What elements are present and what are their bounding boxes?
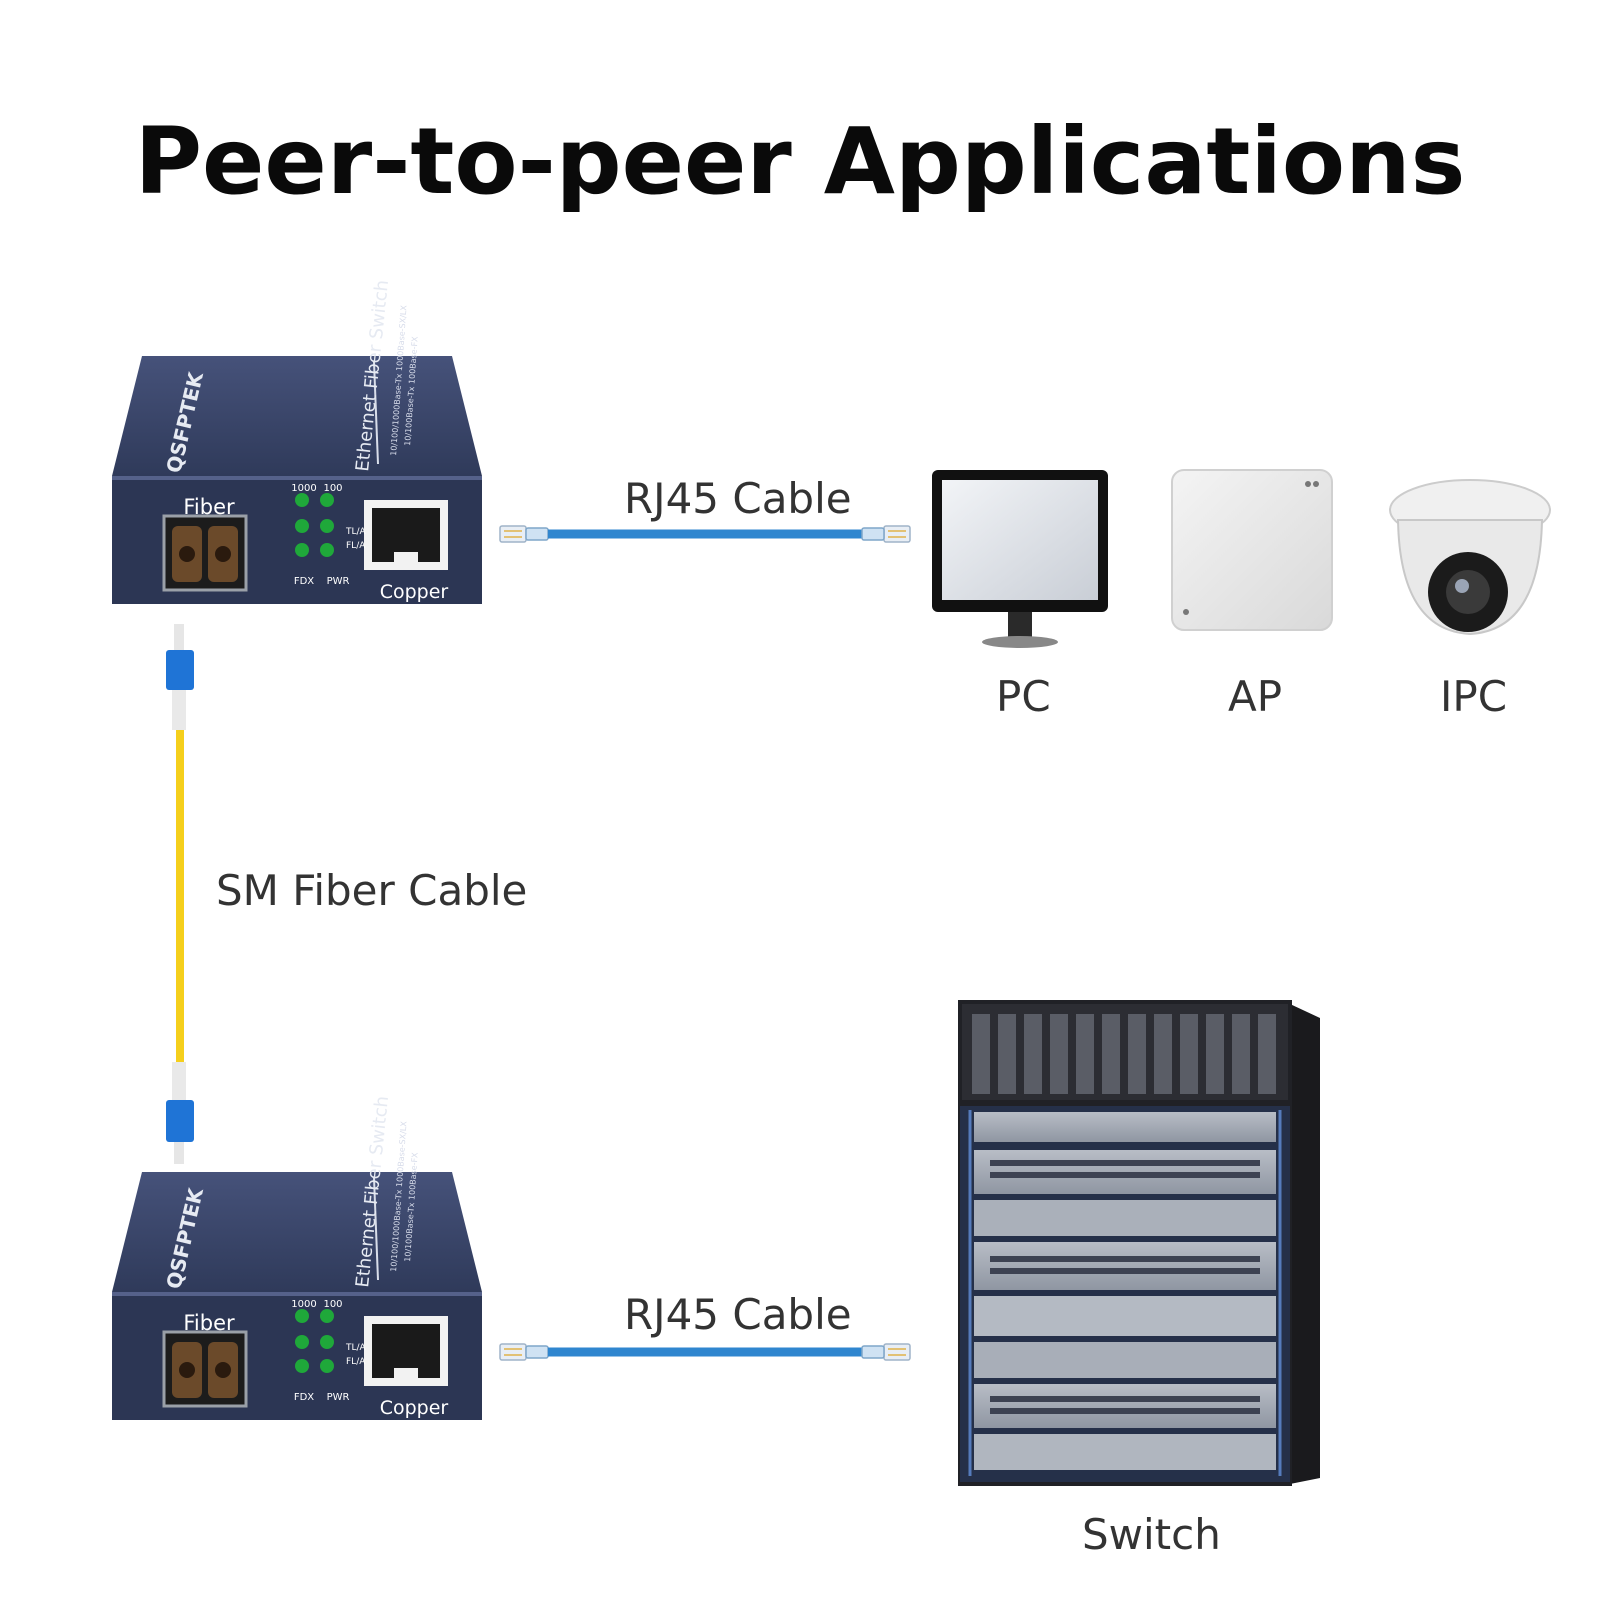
led-fla-label-top: FL/A [346, 541, 366, 551]
rj45-cable-label-bottom: RJ45 Cable [624, 1290, 852, 1339]
led-100-label-bottom: 100 [323, 1299, 342, 1310]
network-switch-chassis-icon [958, 1000, 1320, 1486]
media-converter-bottom [110, 1170, 484, 1422]
ap-label: AP [1228, 672, 1283, 721]
led-fdx-label-bottom: FDX [294, 1392, 314, 1403]
copper-port-label-bottom: Copper [380, 1397, 449, 1419]
led-100-label-top: 100 [323, 483, 342, 494]
rj45-cable-top [499, 525, 911, 543]
led-tla-label-top: TL/A [345, 527, 367, 537]
pc-label: PC [996, 672, 1051, 721]
led-1000-label-top: 1000 [291, 483, 316, 494]
led-pwr-label-top: PWR [327, 576, 350, 587]
led-1000-label-bottom: 1000 [291, 1299, 316, 1310]
rj45-cable-bottom [499, 1343, 911, 1361]
media-converter-top [110, 354, 484, 606]
copper-port-label-top: Copper [380, 581, 449, 603]
led-fla-label-bottom: FL/A [346, 1357, 366, 1367]
sm-fiber-cable-label: SM Fiber Cable [216, 866, 528, 915]
rj45-cable-label-top: RJ45 Cable [624, 474, 852, 523]
pc-monitor-icon [932, 470, 1108, 648]
fiber-port-label-top: Fiber [183, 495, 235, 519]
access-point-icon [1171, 469, 1333, 631]
ipc-label: IPC [1440, 672, 1508, 721]
led-fdx-label-top: FDX [294, 576, 314, 587]
switch-label: Switch [1082, 1510, 1221, 1559]
led-pwr-label-bottom: PWR [327, 1392, 350, 1403]
fiber-port-label-bottom: Fiber [183, 1311, 235, 1335]
page-title: Peer-to-peer Applications [134, 108, 1466, 215]
ip-camera-icon [1389, 479, 1551, 636]
sm-fiber-cable [166, 624, 194, 1164]
led-tla-label-bottom: TL/A [345, 1343, 367, 1353]
